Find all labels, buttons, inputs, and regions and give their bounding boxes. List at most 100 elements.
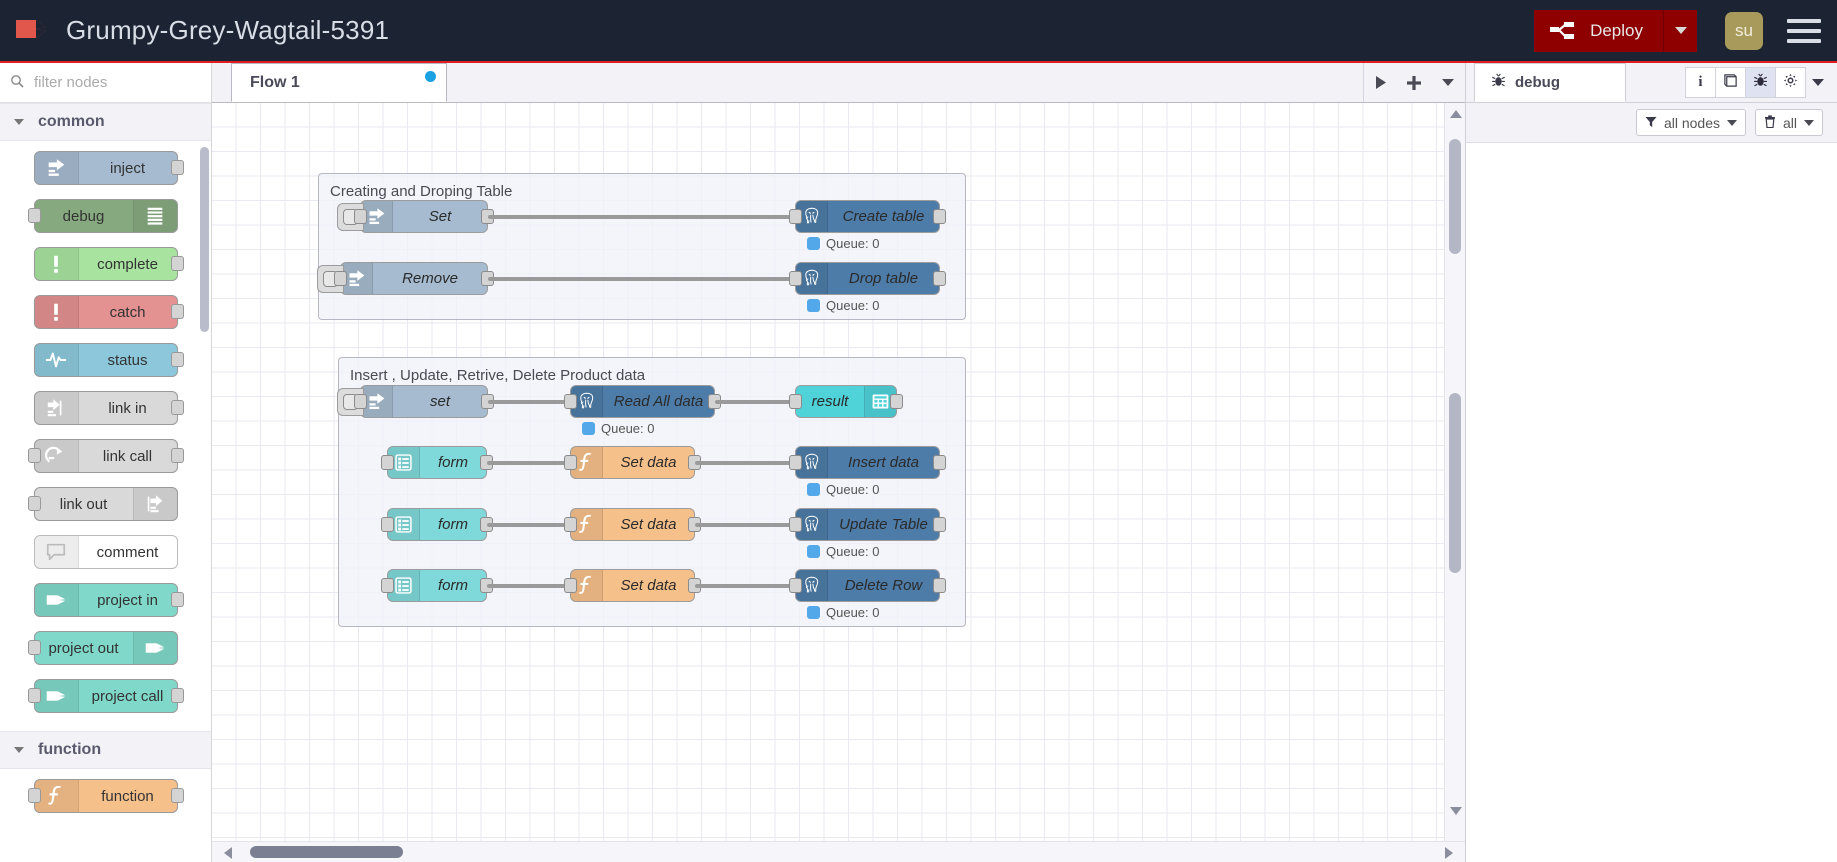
flow-node-remove[interactable]: Remove (317, 262, 494, 295)
node-input-port[interactable] (381, 577, 394, 593)
flow-node-read-all-data[interactable]: Read All data (564, 385, 721, 418)
node-input-port[interactable] (381, 454, 394, 470)
palette-node-function[interactable]: function (27, 779, 184, 813)
sidebar-menu-button[interactable] (1805, 67, 1831, 98)
node-input-port[interactable] (27, 788, 41, 803)
flow-node-form[interactable]: form (381, 446, 493, 479)
palette-search[interactable] (0, 63, 211, 103)
config-tab-button[interactable] (1775, 67, 1806, 98)
canvas-vscroll-thumb-top[interactable] (1449, 139, 1461, 254)
flow-wire[interactable] (487, 584, 570, 588)
palette-node-project-out[interactable]: project out (27, 631, 178, 665)
palette-category-function[interactable]: function (0, 731, 211, 769)
node-input-port[interactable] (789, 454, 802, 470)
help-tab-button[interactable] (1715, 67, 1746, 98)
flow-node-set-data[interactable]: Set data (564, 508, 701, 541)
flow-wire[interactable] (715, 400, 795, 404)
flow-node-form[interactable]: form (381, 569, 493, 602)
flow-wire[interactable] (487, 523, 570, 527)
canvas-horizontal-scrollbar[interactable] (212, 841, 1465, 862)
node-output-port[interactable] (933, 577, 946, 593)
flow-wire[interactable] (487, 461, 570, 465)
scroll-left-arrow-icon[interactable] (224, 847, 232, 859)
run-flow-button[interactable] (1363, 63, 1397, 102)
palette-node-link-call[interactable]: link call (27, 439, 184, 473)
flow-node-drop-table[interactable]: Drop table (789, 262, 946, 295)
debug-filter-select[interactable]: all nodes (1635, 109, 1746, 136)
palette-node-link-out[interactable]: link out (27, 487, 178, 521)
canvas-vscroll-thumb[interactable] (1449, 393, 1461, 573)
node-output-port[interactable] (890, 393, 903, 409)
debug-tab-button[interactable] (1745, 67, 1776, 98)
flow-node-update-table[interactable]: Update Table (789, 508, 946, 541)
palette-node-debug[interactable]: debug (27, 199, 178, 233)
node-output-port[interactable] (170, 304, 184, 319)
node-input-port[interactable] (789, 577, 802, 593)
node-input-port[interactable] (564, 454, 577, 470)
node-input-port[interactable] (354, 208, 367, 224)
flow-wire[interactable] (695, 584, 795, 588)
node-input-port[interactable] (354, 393, 367, 409)
palette-node-inject[interactable]: inject (33, 151, 184, 185)
node-output-port[interactable] (170, 352, 184, 367)
deploy-dropdown-button[interactable] (1663, 9, 1697, 52)
node-output-port[interactable] (170, 592, 184, 607)
info-tab-button[interactable]: i (1685, 67, 1716, 98)
flow-wire[interactable] (488, 400, 570, 404)
palette-node-catch[interactable]: catch (33, 295, 184, 329)
node-output-port[interactable] (170, 688, 184, 703)
node-input-port[interactable] (27, 496, 41, 511)
node-output-port[interactable] (933, 516, 946, 532)
node-output-port[interactable] (170, 448, 184, 463)
palette-node-link-in[interactable]: link in (33, 391, 184, 425)
flow-node-set-data[interactable]: Set data (564, 569, 701, 602)
palette-node-project-call[interactable]: project call (27, 679, 184, 713)
hamburger-menu-icon[interactable] (1787, 15, 1821, 47)
canvas-vertical-scrollbar[interactable] (1444, 103, 1465, 843)
palette-scrollbar-thumb[interactable] (200, 147, 209, 332)
deploy-button[interactable]: Deploy (1534, 9, 1663, 52)
palette-category-common[interactable]: common (0, 103, 211, 141)
flow-node-set[interactable]: Set (337, 200, 494, 233)
tab-debug[interactable]: debug (1474, 63, 1626, 102)
scroll-right-arrow-icon[interactable] (1445, 847, 1453, 859)
tab-flow-1[interactable]: Flow 1 (231, 63, 447, 102)
node-output-port[interactable] (933, 454, 946, 470)
debug-clear-select[interactable]: all (1754, 109, 1823, 136)
flow-wire[interactable] (488, 215, 795, 219)
node-input-port[interactable] (27, 448, 41, 463)
canvas-hscroll-thumb[interactable] (250, 846, 403, 858)
node-input-port[interactable] (789, 393, 802, 409)
flow-menu-button[interactable] (1431, 63, 1465, 102)
node-output-port[interactable] (170, 400, 184, 415)
palette-node-status[interactable]: status (33, 343, 184, 377)
add-flow-button[interactable] (1397, 63, 1431, 102)
flow-node-create-table[interactable]: Create table (789, 200, 946, 233)
scroll-down-arrow-icon[interactable] (1450, 807, 1462, 815)
node-output-port[interactable] (170, 160, 184, 175)
debug-message-list[interactable] (1466, 143, 1837, 862)
flow-node-delete-row[interactable]: Delete Row (789, 569, 946, 602)
palette-node-project-in[interactable]: project in (33, 583, 184, 617)
flow-group[interactable]: Creating and Droping Table (318, 173, 966, 320)
node-output-port[interactable] (170, 788, 184, 803)
node-output-port[interactable] (170, 256, 184, 271)
node-output-port[interactable] (933, 208, 946, 224)
node-input-port[interactable] (564, 577, 577, 593)
palette-node-complete[interactable]: complete (33, 247, 184, 281)
node-input-port[interactable] (27, 640, 41, 655)
flow-node-set-data[interactable]: Set data (564, 446, 701, 479)
flow-wire[interactable] (488, 277, 795, 281)
node-input-port[interactable] (564, 393, 577, 409)
flow-wire[interactable] (695, 523, 795, 527)
node-output-port[interactable] (933, 270, 946, 286)
node-input-port[interactable] (381, 516, 394, 532)
palette-node-comment[interactable]: comment (33, 535, 178, 569)
flow-node-result[interactable]: result (789, 385, 903, 418)
node-input-port[interactable] (789, 208, 802, 224)
flow-node-insert-data[interactable]: Insert data (789, 446, 946, 479)
node-input-port[interactable] (27, 688, 41, 703)
avatar[interactable]: su (1725, 11, 1763, 50)
node-input-port[interactable] (27, 208, 41, 223)
